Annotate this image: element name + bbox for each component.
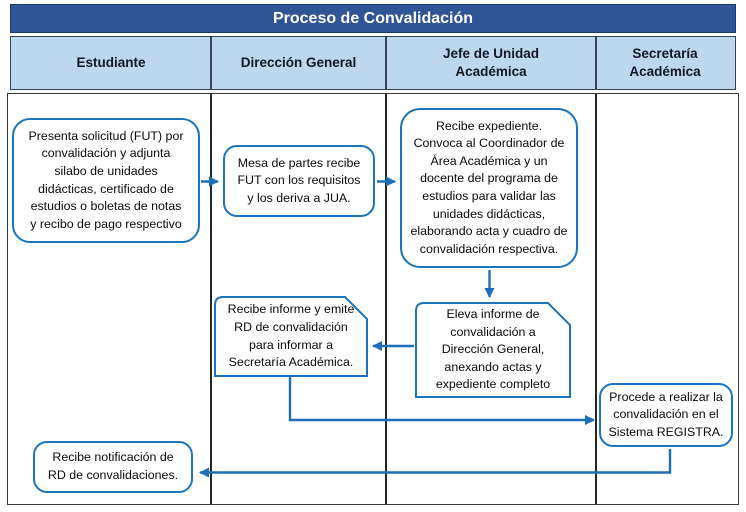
lane-divider bbox=[385, 94, 387, 504]
node-recibe-expediente: Recibe expediente. Convoca al Coordinado… bbox=[400, 108, 578, 268]
node-text: Recibe informe y emite RD de convalidaci… bbox=[227, 302, 355, 370]
node-text: Recibe expediente. Convoca al Coordinado… bbox=[410, 118, 568, 256]
node-recibe-notificacion: Recibe notificación de RD de convalidaci… bbox=[33, 441, 193, 493]
node-presenta-solicitud: Presenta solicitud (FUT) por convalidaci… bbox=[12, 118, 200, 243]
lane-header-divider bbox=[385, 37, 387, 89]
node-text: Mesa de partes recibe FUT con los requis… bbox=[237, 155, 361, 205]
node-procede-registra: Procede a realizar la convalidación en e… bbox=[599, 383, 733, 447]
diagram-title-bar: Proceso de Convalidación bbox=[10, 4, 736, 33]
lane-header-divider bbox=[210, 37, 212, 89]
node-text: Procede a realizar la convalidación en e… bbox=[608, 389, 724, 439]
diagram-title: Proceso de Convalidación bbox=[272, 9, 474, 27]
node-recibe-informe: Recibe informe y emite RD de convalidaci… bbox=[215, 297, 367, 376]
lane-header-divider bbox=[595, 37, 597, 89]
lane-divider bbox=[210, 94, 212, 504]
node-eleva-informe: Eleva informe de convalidación a Direcci… bbox=[416, 303, 570, 397]
lane-divider bbox=[595, 94, 597, 504]
lane-header-jefe-unidad: Jefe de Unidad Académica bbox=[386, 37, 596, 89]
lane-header-estudiante: Estudiante bbox=[11, 37, 211, 89]
lane-label: Secretaría Académica bbox=[629, 45, 701, 79]
lane-header-direccion-general: Dirección General bbox=[211, 37, 386, 89]
node-text: Recibe notificación de RD de convalidaci… bbox=[47, 450, 179, 482]
lane-header-row: Estudiante Dirección General Jefe de Uni… bbox=[10, 36, 736, 90]
lane-label: Estudiante bbox=[76, 54, 146, 70]
lane-label: Dirección General bbox=[240, 54, 357, 70]
lane-label: Jefe de Unidad Académica bbox=[442, 45, 540, 79]
node-text: Presenta solicitud (FUT) por convalidaci… bbox=[28, 128, 184, 231]
node-mesa-de-partes: Mesa de partes recibe FUT con los requis… bbox=[223, 145, 375, 217]
lane-header-secretaria: Secretaría Académica bbox=[596, 37, 734, 89]
node-text: Eleva informe de convalidación a Direcci… bbox=[435, 306, 551, 392]
